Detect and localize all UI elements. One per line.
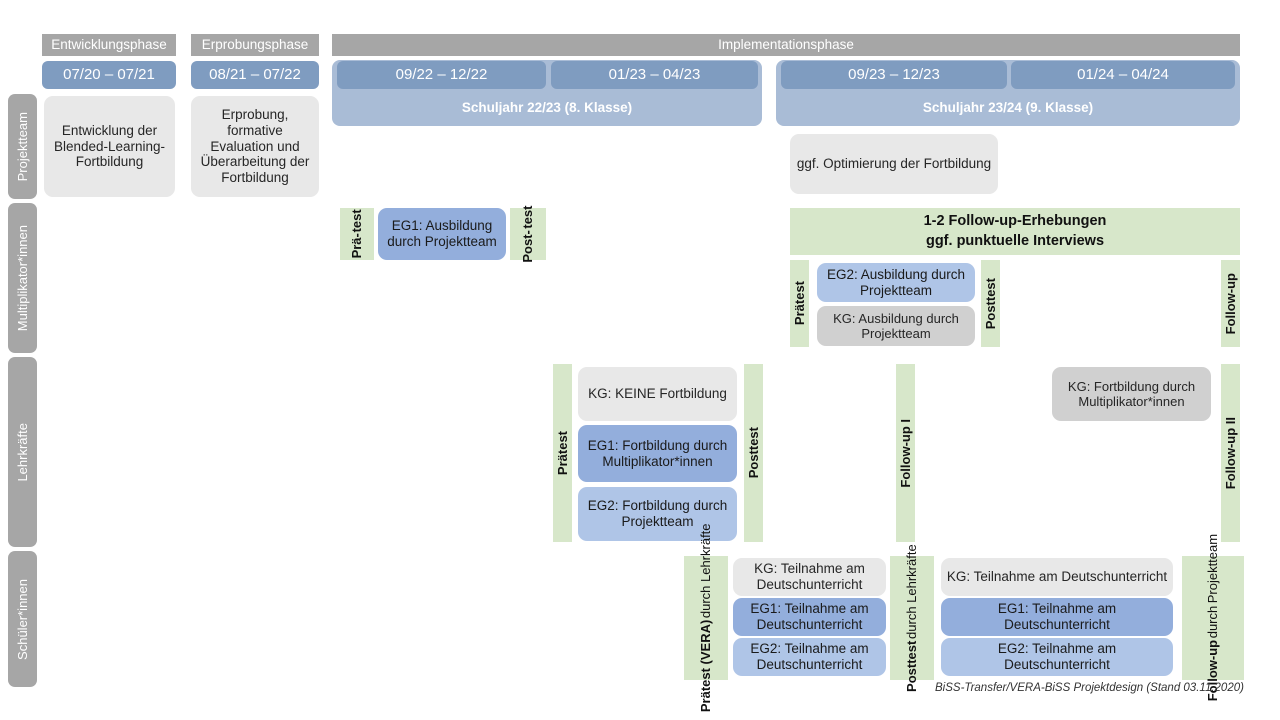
box-text: Entwicklung der Blended-Learning-Fortbil… (53, 122, 166, 170)
period-label: 08/21 – 07/22 (209, 66, 301, 84)
period-label: 07/20 – 07/21 (63, 66, 155, 84)
period-label: 09/22 – 12/22 (395, 66, 488, 84)
banner-line2: ggf. punktuelle Interviews (925, 232, 1105, 249)
period-pill-0123-0423: 01/23 – 04/23 (551, 61, 758, 89)
multiplikator-eg2-box: EG2: Ausbildung durch Projektteam (817, 263, 975, 302)
lehrkraefte-followup1-strip: Follow-up I (896, 364, 915, 542)
lehrkraefte-pretest-strip: Prätest (553, 364, 572, 542)
box-text: Erprobung, formative Evaluation und Über… (200, 106, 310, 186)
pretest-line2: test (349, 209, 365, 233)
posttest-label: Posttest durch Lehrkräfte (904, 544, 919, 692)
posttest-bold: Posttest (904, 640, 920, 692)
lehrkraefte-posttest-strip: Posttest (744, 364, 763, 542)
followup-label: Follow-up II (1222, 416, 1238, 490)
lehrkraefte-kg-box-2: KG: Fortbildung durch Multiplikator*inne… (1052, 367, 1211, 421)
box-text: EG2: Teilnahme am Deutschunterricht (750, 641, 869, 672)
box-text: EG1: Teilnahme am Deutschunterricht (997, 601, 1117, 632)
phase-header-entwicklungsphase: Entwicklungsphase (42, 34, 176, 56)
row-label-schuelerinnen: Schüler*innen (8, 551, 37, 687)
phase-label: Entwicklungsphase (51, 37, 167, 53)
pretest-label: Prä- test (349, 209, 364, 258)
multiplikator-pretest2-strip: Prätest (790, 260, 809, 347)
lehrkraefte-eg2-box: EG2: Fortbildung durch Projektteam (578, 487, 737, 541)
multiplikator-eg1-box: EG1: Ausbildung durch Projektteam (378, 208, 506, 260)
row-label-lehrkraefte: Lehrkräfte (8, 357, 37, 547)
projektteam-box-optimierung: ggf. Optimierung der Fortbildung (790, 134, 998, 194)
box-text: KG: Teilnahme am Deutschunterricht (946, 569, 1168, 585)
row-label-text: Multiplikator*innen (14, 224, 30, 332)
followup-normal1: durch (1205, 605, 1221, 639)
pretest-label: Prätest (791, 281, 807, 326)
box-text: EG2: Teilnahme am Deutschunterricht (997, 641, 1117, 672)
footer-caption: BiSS-Transfer/VERA-BiSS Projektdesign (S… (935, 682, 1244, 694)
lehrkraefte-followup2-strip: Follow-up II (1221, 364, 1240, 542)
box-text: EG1: Teilnahme am Deutschunterricht (750, 601, 869, 632)
phase-label: Erprobungsphase (201, 37, 309, 53)
multiplikator-kg-box: KG: Ausbildung durch Projektteam (817, 306, 975, 346)
projektteam-box-entwicklung: Entwicklung der Blended-Learning-Fortbil… (44, 96, 175, 197)
banner-line1: 1-2 Follow-up-Erhebungen (923, 213, 1107, 230)
posttest-line1: Post- (520, 229, 536, 263)
box-text: KG: Teilnahme am Deutschunterricht (754, 561, 865, 592)
box-text: EG2: Fortbildung durch Projektteam (587, 498, 728, 529)
projektteam-box-erprobung: Erprobung, formative Evaluation und Über… (191, 96, 319, 197)
phase-header-implementationsphase: Implementationsphase (332, 34, 1240, 56)
box-text: EG1: Ausbildung durch Projektteam (387, 218, 497, 249)
schueler-kg-box-right: KG: Teilnahme am Deutschunterricht (941, 558, 1173, 596)
period-pill-0720-0721: 07/20 – 07/21 (42, 61, 176, 89)
period-label: 01/24 – 04/24 (1077, 66, 1169, 84)
multiplikator-followup-banner: 1-2 Follow-up-Erhebungen ggf. punktuelle… (790, 208, 1240, 255)
box-text: KG: Fortbildung durch Multiplikator*inne… (1067, 378, 1196, 409)
box-text: EG1: Fortbildung durch Multiplikator*inn… (587, 437, 728, 469)
lehrkraefte-eg1-box: EG1: Fortbildung durch Multiplikator*inn… (578, 425, 737, 482)
schueler-pretest-strip: Prätest (VERA) durch Lehrkräfte (684, 523, 728, 713)
schueler-followup-strip: Follow-up durch Projektteam (1182, 534, 1244, 702)
school-year-label: Schuljahr 23/24 (9. Klasse) (922, 100, 1094, 116)
row-label-multiplikatorinnen: Multiplikator*innen (8, 203, 37, 353)
pretest-normal: durch Lehrkräfte (698, 523, 714, 619)
posttest-normal: durch Lehrkräfte (904, 544, 920, 639)
lehrkraefte-kg-box: KG: KEINE Fortbildung (578, 367, 737, 421)
period-pill-0923-1223: 09/23 – 12/23 (781, 61, 1007, 89)
period-pill-0922-1222: 09/22 – 12/22 (337, 61, 546, 89)
posttest-label: Posttest (982, 277, 998, 330)
period-pill-0821-0722: 08/21 – 07/22 (191, 61, 319, 89)
multiplikator-followup-strip: Follow-up (1221, 260, 1240, 347)
pretest-bold: Prätest (VERA) (698, 620, 714, 713)
row-label-text: Lehrkräfte (14, 422, 30, 482)
multiplikator-posttest2-strip: Posttest (981, 260, 1000, 347)
posttest-label: Post- test (520, 206, 535, 263)
followup-label: Follow-up durch Projektteam (1205, 534, 1220, 701)
schueler-kg-box-left: KG: Teilnahme am Deutschunterricht (733, 558, 886, 596)
pretest-label: Prätest (554, 430, 570, 476)
row-label-projektteam: Projektteam (8, 94, 37, 199)
pretest-line1: Prä- (349, 233, 365, 259)
box-text: KG: Ausbildung durch Projektteam (833, 310, 959, 341)
followup-normal2: Projektteam (1205, 534, 1221, 604)
posttest-line2: test (520, 205, 536, 229)
period-label: 01/23 – 04/23 (608, 66, 701, 84)
followup-label: Follow-up I (897, 418, 913, 488)
multiplikator-posttest-strip: Post- test (510, 206, 546, 263)
period-pill-0124-0424: 01/24 – 04/24 (1011, 61, 1235, 89)
schueler-posttest-strip: Posttest durch Lehrkräfte (890, 544, 934, 692)
pretest-label: Prätest (VERA) durch Lehrkräfte (698, 523, 713, 712)
schueler-eg2-box-right: EG2: Teilnahme am Deutschunterricht (941, 638, 1173, 676)
posttest-label: Posttest (745, 427, 761, 479)
box-text: ggf. Optimierung der Fortbildung (796, 156, 992, 172)
phase-label: Implementationsphase (718, 37, 854, 53)
period-label: 09/23 – 12/23 (848, 66, 940, 84)
school-year-label: Schuljahr 22/23 (8. Klasse) (461, 100, 633, 116)
schueler-eg1-box-left: EG1: Teilnahme am Deutschunterricht (733, 598, 886, 636)
phase-header-erprobungsphase: Erprobungsphase (191, 34, 319, 56)
schueler-eg1-box-right: EG1: Teilnahme am Deutschunterricht (941, 598, 1173, 636)
schueler-eg2-box-left: EG2: Teilnahme am Deutschunterricht (733, 638, 886, 676)
box-text: KG: KEINE Fortbildung (588, 386, 727, 402)
row-label-text: Schüler*innen (14, 578, 30, 660)
multiplikator-pretest-strip: Prä- test (340, 208, 374, 260)
followup-label: Follow-up (1222, 272, 1238, 335)
row-label-text: Projektteam (14, 111, 30, 182)
box-text: EG2: Ausbildung durch Projektteam (826, 266, 966, 298)
